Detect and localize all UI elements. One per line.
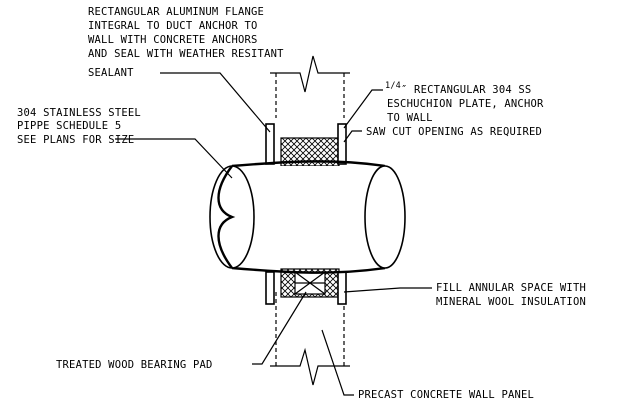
flange-label-line-4: AND SEAL WITH WEATHER RESITANT bbox=[88, 48, 284, 60]
pipe-label: 304 STAINLESS STEEL PIPPE SCHEDULE 5 SEE… bbox=[17, 107, 141, 146]
flange-label-line-3: WALL WITH CONCRETE ANCHORS bbox=[88, 34, 258, 46]
plate-label-line-1: ″ RECTANGULAR 304 SS bbox=[401, 84, 531, 96]
precast-concrete-wall bbox=[270, 55, 350, 386]
pipe-label-line-3: SEE PLANS FOR SIZE bbox=[17, 134, 134, 146]
plate-label-line-3: TO WALL bbox=[387, 112, 433, 124]
plate-fraction: 1/4 bbox=[385, 81, 401, 91]
pipe-label-line-2: PIPPE SCHEDULE 5 bbox=[17, 120, 121, 132]
flange-label-line-5: SEALANT bbox=[88, 67, 134, 79]
leader-lines bbox=[115, 72, 432, 396]
flange-label: RECTANGULAR ALUMINUM FLANGE INTEGRAL TO … bbox=[88, 6, 284, 79]
treated-wood-bearing-pad bbox=[294, 271, 326, 295]
fill-label-line-2: MINERAL WOOL INSULATION bbox=[436, 296, 586, 308]
wood-pad-label: TREATED WOOD BEARING PAD bbox=[56, 359, 213, 371]
saw-cut-label: SAW CUT OPENING AS REQUIRED bbox=[366, 126, 542, 138]
plate-label: 1/4 ″ RECTANGULAR 304 SS ESCHUCHION PLAT… bbox=[385, 81, 544, 124]
flange-label-line-1: RECTANGULAR ALUMINUM FLANGE bbox=[88, 6, 264, 18]
fill-label-line-1: FILL ANNULAR SPACE WITH bbox=[436, 282, 586, 294]
stainless-steel-pipe bbox=[209, 160, 406, 274]
fill-label: FILL ANNULAR SPACE WITH MINERAL WOOL INS… bbox=[436, 282, 586, 308]
plate-label-line-2: ESCHUCHION PLATE, ANCHOR bbox=[387, 98, 544, 110]
pipe-label-line-1: 304 STAINLESS STEEL bbox=[17, 107, 141, 119]
wall-panel-label: PRECAST CONCRETE WALL PANEL bbox=[358, 389, 534, 401]
flange-label-line-2: INTEGRAL TO DUCT ANCHOR TO bbox=[88, 20, 258, 32]
